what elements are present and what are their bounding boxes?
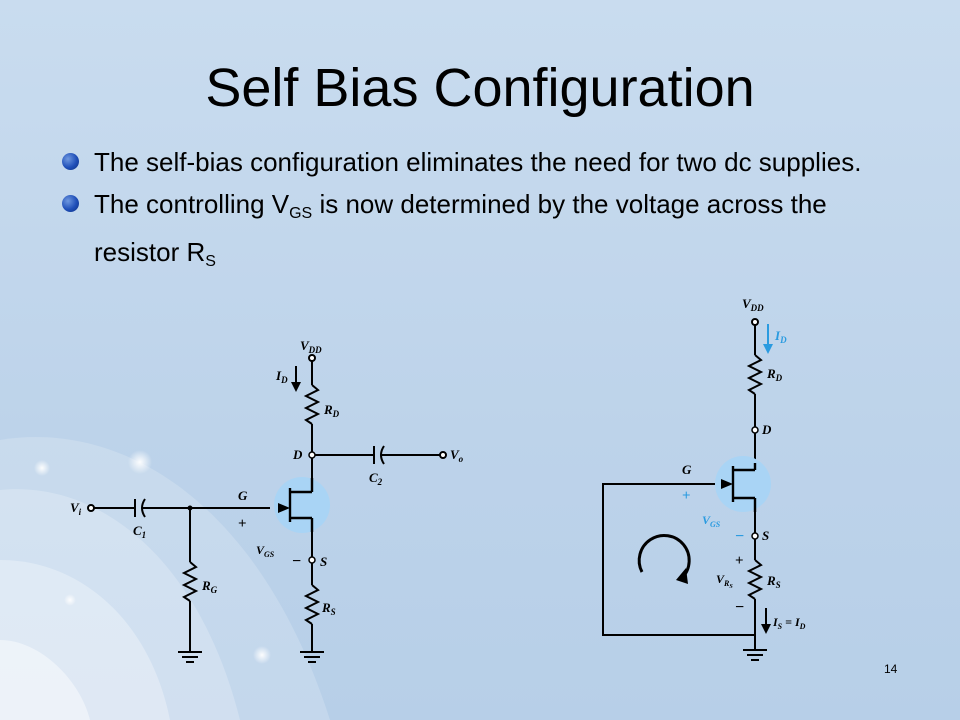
- label-rs: RS: [321, 600, 336, 617]
- bullet-list: The self-bias configuration eliminates t…: [62, 143, 882, 285]
- label-vi: Vi: [70, 500, 82, 517]
- label-drain: D: [761, 422, 772, 437]
- label-vo: Vo: [450, 447, 464, 464]
- bullet-text: The self-bias configuration eliminates t…: [94, 147, 862, 177]
- label-vgs: VGS: [702, 513, 721, 529]
- right-circuit-diagram: VDD ID RD D G + VGS − S + VRS RS − IS = …: [602, 296, 806, 661]
- bullet-subscript: GS: [289, 205, 313, 222]
- label-is-eq-id: IS = ID: [772, 615, 806, 631]
- label-minus: −: [292, 553, 301, 570]
- bullet-text-part: The controlling V: [94, 189, 290, 219]
- bullet-item: The self-bias configuration eliminates t…: [62, 143, 882, 181]
- label-c1: C1: [133, 523, 146, 540]
- left-circuit-diagram: VDD ID RD D C2 Vo Vi C1 G + VGS − S RG R…: [70, 338, 464, 663]
- label-rd: RD: [766, 366, 783, 383]
- label-drain: D: [292, 447, 303, 462]
- label-vdd: VDD: [742, 296, 764, 313]
- label-c2: C2: [369, 470, 383, 487]
- label-gate: G: [238, 488, 248, 503]
- label-vrs: VRS: [716, 572, 733, 590]
- label-minus-source: −: [735, 528, 744, 545]
- label-plus: +: [238, 516, 247, 532]
- label-plus-rs: +: [735, 553, 744, 569]
- label-source: S: [320, 554, 327, 569]
- bullet-dot-icon: [62, 195, 79, 212]
- slide-title: Self Bias Configuration: [205, 58, 755, 118]
- label-id: ID: [774, 328, 787, 345]
- label-vdd: VDD: [300, 338, 322, 355]
- bullet-dot-icon: [62, 153, 79, 170]
- label-source: S: [762, 528, 769, 543]
- label-rd: RD: [323, 402, 340, 419]
- label-gate: G: [682, 462, 692, 477]
- page-number: 14: [884, 662, 898, 676]
- bullet-item: The controlling VGS is now determined by…: [62, 185, 882, 281]
- bullet-subscript: S: [205, 253, 216, 270]
- label-plus-gate: +: [682, 488, 691, 504]
- label-id: ID: [275, 368, 288, 385]
- label-rg: RG: [201, 578, 218, 595]
- bullet-text-part: is now determined by the voltage across …: [94, 189, 827, 267]
- label-vgs: VGS: [256, 543, 275, 559]
- label-rs: RS: [766, 573, 781, 590]
- label-minus-rs: −: [735, 599, 744, 616]
